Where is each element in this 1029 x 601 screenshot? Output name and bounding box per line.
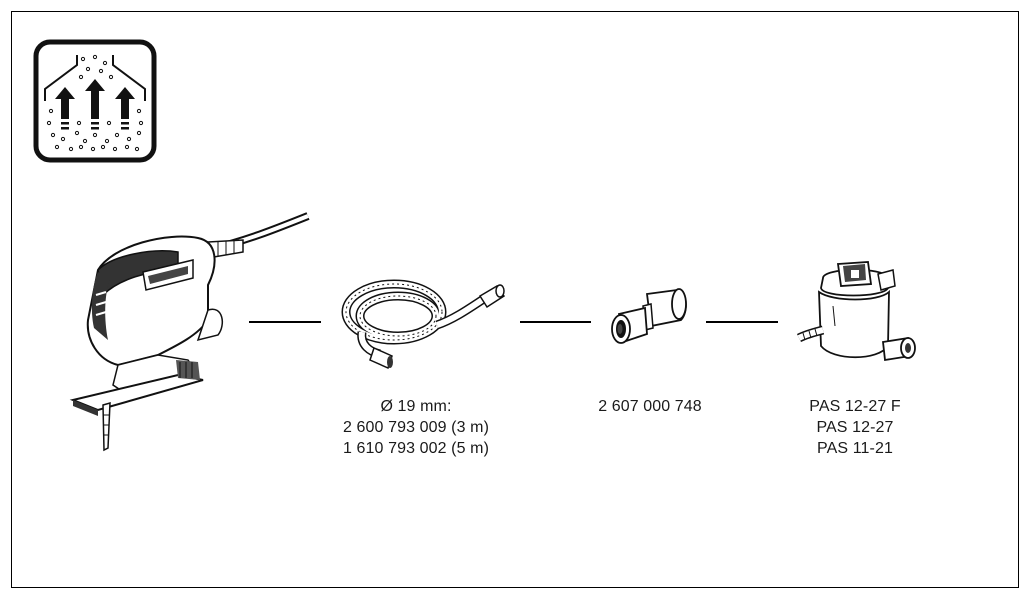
adapter-part-number: 2 607 000 748 bbox=[570, 396, 730, 417]
adapter-part-number-text: 2 607 000 748 bbox=[598, 398, 702, 415]
hose-diameter-label: Ø 19 mm: bbox=[380, 398, 452, 415]
dust-extraction-icon bbox=[33, 39, 157, 168]
vacuum-models: PAS 12-27 F PAS 12-27 PAS 11-21 bbox=[780, 396, 930, 459]
hose-part-numbers: Ø 19 mm: 2 600 793 009 (3 m) 1 610 793 0… bbox=[316, 396, 516, 459]
hose-part-number-3m: 2 600 793 009 (3 m) bbox=[343, 419, 489, 436]
hose-part-number-5m: 1 610 793 002 (5 m) bbox=[343, 440, 489, 457]
connector-line-1 bbox=[249, 321, 321, 323]
connector-line-2 bbox=[520, 321, 591, 323]
adapter-icon bbox=[607, 286, 689, 357]
vacuum-model-3: PAS 11-21 bbox=[817, 440, 893, 457]
vacuum-icon bbox=[793, 256, 918, 376]
jigsaw-icon bbox=[58, 210, 318, 460]
connector-line-3 bbox=[706, 321, 778, 323]
vacuum-model-2: PAS 12-27 bbox=[816, 419, 894, 436]
vacuum-model-1: PAS 12-27 F bbox=[809, 398, 901, 415]
hose-icon bbox=[332, 270, 507, 375]
